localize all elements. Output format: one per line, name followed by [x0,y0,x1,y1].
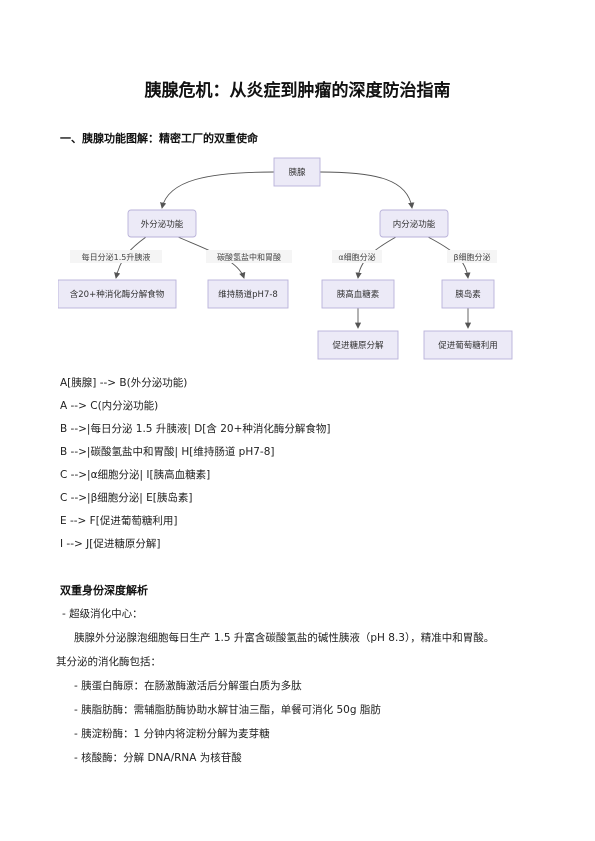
edge-label-beta: β细胞分泌 [453,252,490,262]
svg-text:维持肠道pH7-8: 维持肠道pH7-8 [218,289,278,300]
list-item: - 胰淀粉酶：1 分钟内将淀粉分解为麦芽糖 [74,728,270,740]
edge-label-daily: 每日分泌1.5升胰液 [82,252,151,262]
edge-pancreas-exocrine [160,171,275,209]
edge-label-alpha: α细胞分泌 [338,252,375,262]
node-endocrine: 内分泌功能 [379,209,449,238]
mermaid-line: B -->|每日分泌 1.5 升胰液| D[含 20+种消化酶分解食物] [60,423,331,435]
section-heading-1: 一、胰腺功能图解：精密工厂的双重使命 [60,132,258,145]
node-glycogen: 促进糖原分解 [317,330,399,360]
node-enzymes: 含20+种消化酶分解食物 [58,279,177,309]
node-pancreas: 胰腺 [273,157,321,187]
list-item: - 核酸酶：分解 DNA/RNA 为核苷酸 [74,752,242,764]
edge-label-bicarb: 碳酸氢盐中和胃酸 [217,252,281,262]
list-item: - 胰脂肪酶：需辅脂肪酶协助水解甘油三酯，单餐可消化 50g 脂肪 [74,704,381,716]
node-glucose: 促进葡萄糖利用 [423,330,513,360]
svg-text:胰腺: 胰腺 [288,167,306,178]
svg-text:内分泌功能: 内分泌功能 [393,219,436,230]
node-insulin: 胰岛素 [441,279,495,309]
mermaid-line: C -->|α细胞分泌| I[胰高血糖素] [60,469,211,481]
section-heading-2: 双重身份深度解析 [60,584,148,597]
node-exocrine: 外分泌功能 [127,209,197,238]
page-title: 胰腺危机：从炎症到肿瘤的深度防治指南 [144,81,451,101]
edge-pancreas-endocrine [319,171,415,209]
svg-text:促进葡萄糖利用: 促进葡萄糖利用 [438,340,498,351]
svg-text:促进糖原分解: 促进糖原分解 [332,340,384,351]
node-ph: 维持肠道pH7-8 [207,279,289,309]
flowchart-diagram: 每日分泌1.5升胰液 碳酸氢盐中和胃酸 α细胞分泌 β细胞分泌 胰腺 外分泌功能… [58,150,542,368]
svg-text:外分泌功能: 外分泌功能 [141,219,184,230]
paragraph-line-1: 胰腺外分泌腺泡细胞每日生产 1.5 升富含碳酸氢盐的碱性胰液（pH 8.3），精… [74,632,495,644]
list-item: - 胰蛋白酶原：在肠激酶激活后分解蛋白质为多肽 [74,680,302,692]
mermaid-line: A[胰腺] --> B(外分泌功能) [60,377,188,389]
mermaid-line: C -->|β细胞分泌| E[胰岛素] [60,492,193,504]
node-glucagon: 胰高血糖素 [321,279,395,309]
svg-text:胰岛素: 胰岛素 [455,289,481,300]
mermaid-line: B -->|碳酸氢盐中和胃酸| H[维持肠道 pH7-8] [60,446,275,458]
svg-text:含20+种消化酶分解食物: 含20+种消化酶分解食物 [70,289,165,300]
mermaid-line: A --> C(内分泌功能) [60,400,159,412]
bullet-main: - 超级消化中心： [62,608,143,620]
paragraph-line-2: 其分泌的消化酶包括： [56,656,161,668]
mermaid-line: I --> J[促进糖原分解] [60,538,161,550]
svg-text:胰高血糖素: 胰高血糖素 [337,289,380,300]
mermaid-line: E --> F[促进葡萄糖利用] [60,515,178,527]
